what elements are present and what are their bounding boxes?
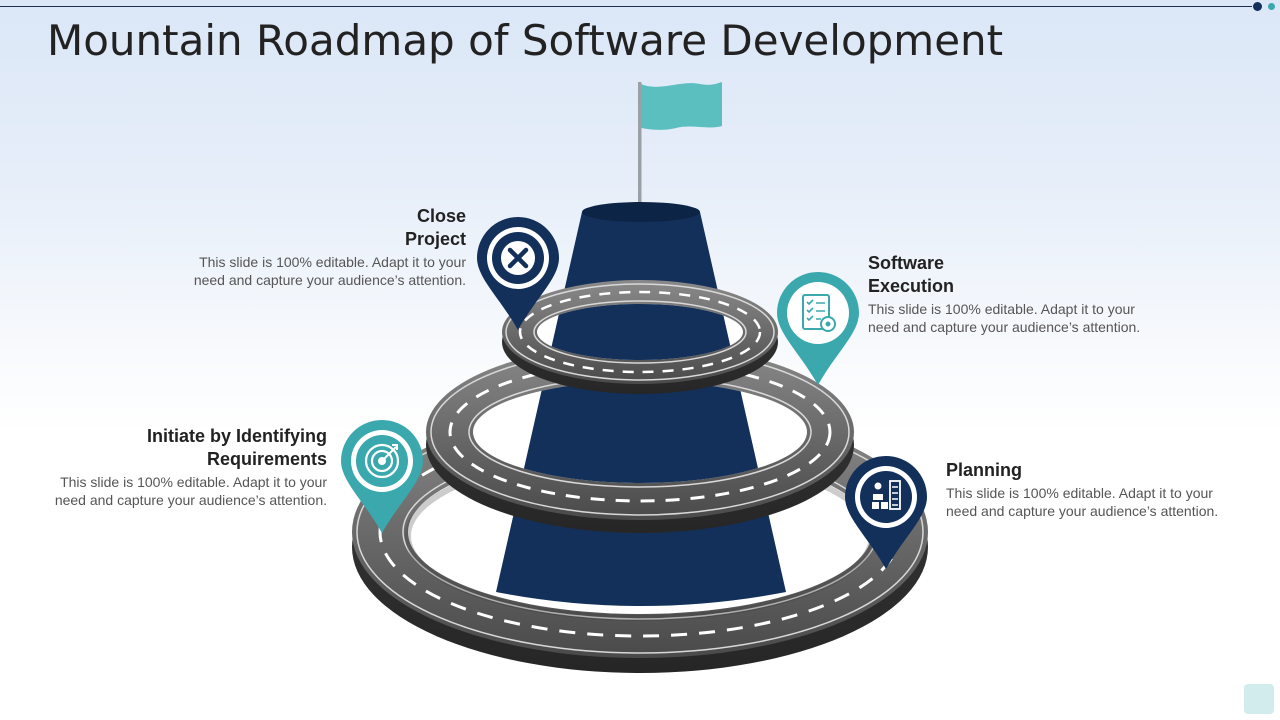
summit-flag bbox=[638, 82, 722, 210]
pin-initiate-requirements bbox=[341, 419, 423, 533]
software-execution-description: This slide is 100% editable. Adapt it to… bbox=[868, 301, 1141, 335]
close-x-icon bbox=[501, 241, 535, 275]
target-icon bbox=[364, 443, 400, 479]
planning-chart-icon bbox=[872, 480, 901, 510]
label-software-execution: Software Execution This slide is 100% ed… bbox=[868, 252, 1140, 336]
corner-decoration bbox=[1244, 684, 1274, 714]
planning-title: Planning bbox=[946, 460, 1022, 480]
top-dot-teal bbox=[1268, 3, 1275, 10]
initiate-requirements-title: Initiate by Identifying Requirements bbox=[146, 426, 327, 469]
label-initiate-requirements: Initiate by Identifying Requirements Thi… bbox=[55, 425, 327, 509]
initiate-requirements-description: This slide is 100% editable. Adapt it to… bbox=[54, 474, 327, 508]
label-planning: Planning This slide is 100% editable. Ad… bbox=[946, 459, 1218, 520]
slide-title: Mountain Roadmap of Software Development bbox=[47, 16, 1004, 65]
top-dot-navy bbox=[1253, 2, 1262, 11]
close-project-description: This slide is 100% editable. Adapt it to… bbox=[193, 254, 466, 288]
software-execution-title: Software Execution bbox=[868, 253, 955, 296]
close-project-title: Close Project bbox=[404, 206, 466, 249]
label-close-project: Close Project This slide is 100% editabl… bbox=[194, 205, 466, 289]
planning-description: This slide is 100% editable. Adapt it to… bbox=[946, 485, 1219, 519]
pin-software-execution bbox=[777, 271, 859, 385]
pin-planning bbox=[845, 455, 927, 569]
checklist-gear-icon bbox=[802, 294, 836, 332]
top-rule bbox=[0, 6, 1252, 7]
flag-banner bbox=[641, 82, 722, 130]
mountain-peak-top bbox=[582, 202, 700, 222]
pin-close-project bbox=[477, 216, 559, 330]
flag-pole bbox=[638, 82, 642, 210]
